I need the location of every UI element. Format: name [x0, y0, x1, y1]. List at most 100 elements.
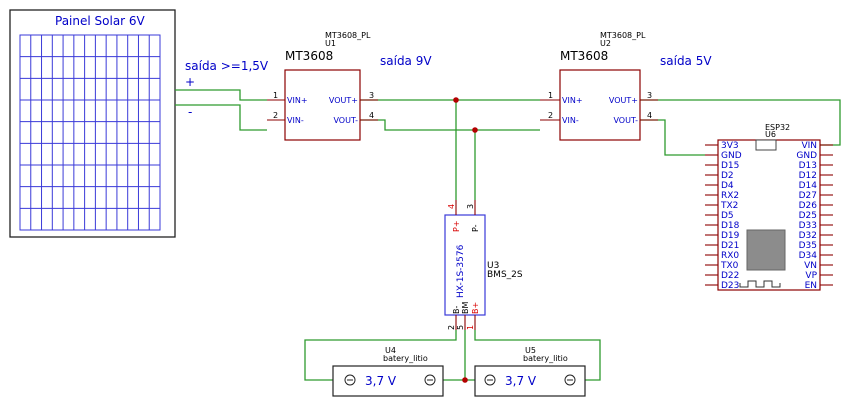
- wire-u2-vout-plus: [640, 99, 841, 146]
- esp32-antenna: [739, 280, 781, 288]
- u1-pin-vout-minus: VOUT-: [333, 116, 358, 125]
- esp32-left-pin-label: D21: [721, 241, 739, 251]
- u1-pin-4: 4: [369, 111, 374, 120]
- esp32-left-pin-label: RX2: [721, 191, 739, 201]
- u3-pin-num-2: 2: [447, 325, 456, 330]
- u2-part: MT3608_PL: [600, 31, 646, 40]
- u5-ref: U5: [525, 346, 536, 355]
- u1-pin-vout-plus: VOUT+: [329, 96, 358, 105]
- u6-esp32[interactable]: ESP32 U6 3V3GNDD15D2D4RX2TX2D5D18D19D21R…: [705, 123, 833, 291]
- u1-ref: U1: [325, 39, 336, 48]
- esp32-left-pin-label: TX0: [720, 261, 739, 271]
- esp32-left-pin-label: D5: [721, 211, 734, 221]
- u3-pin-b-minus: B-: [452, 306, 461, 314]
- u4-ref: U4: [385, 346, 396, 355]
- u3-body-text: HX-1S-3576: [456, 244, 466, 298]
- label-solar-plus: +: [185, 75, 195, 89]
- junction-vout-plus: [453, 97, 459, 103]
- esp32-chip: [746, 229, 786, 271]
- esp32-left-pin-label: D19: [721, 231, 740, 241]
- esp32-right-pin-label: D33: [799, 221, 817, 231]
- esp32-left-pin-label: D4: [721, 181, 734, 191]
- u2-pin-vout-plus: VOUT+: [609, 96, 638, 105]
- u3-pin-p-minus: P-: [471, 224, 480, 232]
- u4-value: batery_litio: [383, 354, 428, 363]
- u3-pin-num-3: 3: [466, 204, 475, 209]
- u2-pin-vout-minus: VOUT-: [613, 116, 638, 125]
- solar-panel[interactable]: Painel Solar 6V: [9, 9, 176, 238]
- u2-pin-4: 4: [647, 111, 652, 120]
- label-solar-minus: -: [188, 105, 192, 119]
- esp32-left-pin-label: D2: [721, 171, 734, 181]
- label-u2-output: saída 5V: [660, 54, 712, 68]
- wire-bms-b-plus: [474, 330, 601, 381]
- u2-ref: U2: [600, 39, 611, 48]
- u2-pin-3: 3: [647, 91, 652, 100]
- u6-value: ESP32: [765, 123, 790, 132]
- esp32-right-pin-label: D34: [799, 251, 818, 261]
- wire-solar-minus: [175, 104, 267, 131]
- esp32-left-pin-label: 3V3: [721, 141, 739, 151]
- u3-pin-b-plus: B+: [471, 302, 480, 314]
- esp32-right-pin-label: D32: [799, 231, 817, 241]
- u3-ref: U3: [487, 261, 499, 271]
- esp32-left-pin-label: TX2: [720, 201, 738, 211]
- label-u1-output: saída 9V: [380, 54, 432, 68]
- u2-pin-1: 1: [548, 91, 553, 100]
- u2-pin-2: 2: [548, 111, 553, 120]
- wire-u1-vout-minus: [360, 119, 540, 131]
- u3-pin-num-1: 1: [466, 325, 475, 330]
- esp32-left-pin-label: D22: [721, 271, 739, 281]
- u2-pin-vin-plus: VIN+: [562, 96, 583, 105]
- u3-pin-bm: BM: [461, 302, 470, 314]
- u5-battery[interactable]: 3,7 V U5 batery_litio: [474, 346, 586, 397]
- u1-mt3608[interactable]: MT3608_PL U1 MT3608 VIN+ VIN- VOUT+ VOUT…: [267, 31, 378, 141]
- esp32-right-pin-label: D26: [799, 201, 818, 211]
- u3-pin-num-5: 5: [456, 325, 465, 330]
- esp32-right-pin-label: VN: [804, 261, 817, 271]
- u2-pin-vin-minus: VIN-: [562, 116, 579, 125]
- esp32-left-pin-label: D15: [721, 161, 739, 171]
- esp32-right-pin-label: D35: [799, 241, 817, 251]
- esp32-left-pin-label: D23: [721, 281, 739, 291]
- u4-battery[interactable]: 3,7 V U4 batery_litio: [332, 346, 444, 397]
- esp32-right-pin-label: D12: [799, 171, 817, 181]
- u3-pin-p-plus: P+: [452, 220, 461, 232]
- label-solar-output: saída >=1,5V: [185, 59, 269, 73]
- esp32-left-pin-label: GND: [721, 151, 742, 161]
- esp32-pins: 3V3GNDD15D2D4RX2TX2D5D18D19D21RX0TX0D22D…: [705, 141, 833, 291]
- esp32-right-pin-label: EN: [805, 281, 817, 291]
- solar-cell-grid: [19, 34, 161, 231]
- wire-u2-vout-minus: [640, 119, 705, 156]
- esp32-right-pin-label: VIN: [801, 141, 817, 151]
- solar-cell-lines: [20, 35, 160, 230]
- u1-pin-2: 2: [273, 111, 278, 120]
- u1-pin-vin-minus: VIN-: [287, 116, 304, 125]
- u6-ref: U6: [765, 130, 776, 139]
- esp32-right-pin-label: D13: [799, 161, 817, 171]
- junction-battery-mid: [462, 377, 468, 383]
- solar-panel-title: Painel Solar 6V: [55, 14, 146, 28]
- esp32-right-pin-label: D27: [799, 191, 817, 201]
- u1-pin-1: 1: [273, 91, 278, 100]
- u1-name: MT3608: [285, 49, 333, 63]
- u5-voltage: 3,7 V: [505, 374, 537, 388]
- u1-pin-vin-plus: VIN+: [287, 96, 308, 105]
- u3-value: BMS_2S: [487, 270, 523, 280]
- esp32-usb-connector: [755, 139, 777, 151]
- junction-vout-minus: [472, 127, 478, 133]
- esp32-left-pin-label: D18: [721, 221, 740, 231]
- esp32-right-pin-label: VP: [805, 271, 817, 281]
- wire-bms-b-minus: [304, 330, 457, 381]
- u1-pin-3: 3: [369, 91, 374, 100]
- esp32-right-pin-label: D25: [799, 211, 817, 221]
- u1-part: MT3608_PL: [325, 31, 371, 40]
- u2-name: MT3608: [560, 49, 608, 63]
- u3-bms[interactable]: 4 3 P+ P- HX-1S-3576 B- BM B+ 2 5 1 U3 B…: [444, 200, 523, 330]
- u4-voltage: 3,7 V: [365, 374, 397, 388]
- esp32-right-pin-label: D14: [799, 181, 818, 191]
- u2-mt3608[interactable]: MT3608_PL U2 MT3608 VIN+ VIN- VOUT+ VOUT…: [540, 31, 658, 141]
- u5-value: batery_litio: [523, 354, 568, 363]
- esp32-left-pin-label: RX0: [721, 251, 739, 261]
